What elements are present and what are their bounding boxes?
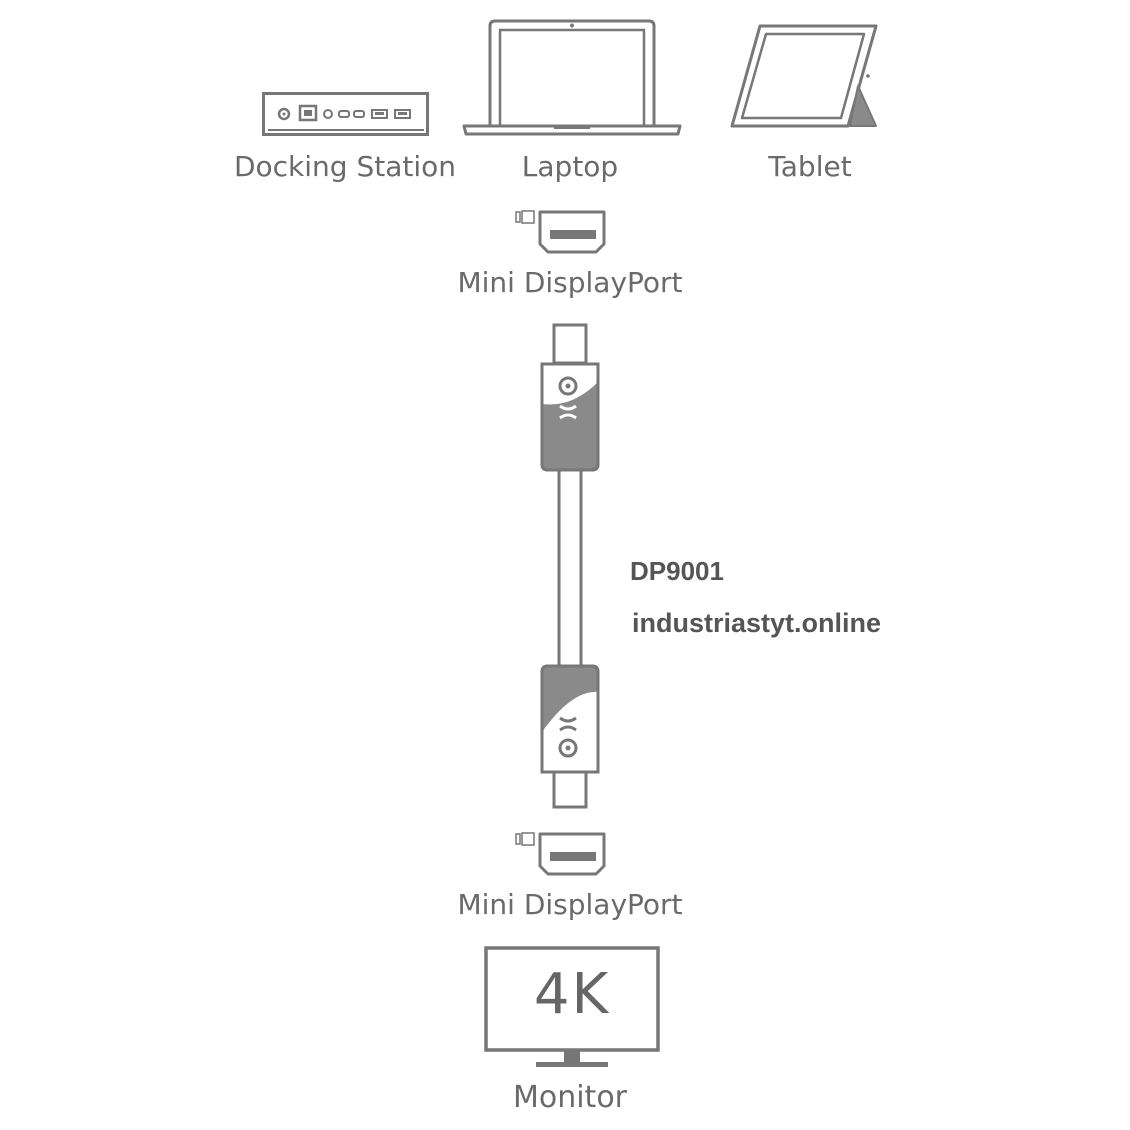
tablet-label: Tablet: [768, 150, 852, 183]
cable-model-label: DP9001: [630, 556, 724, 586]
top-connector-label: Mini DisplayPort: [457, 266, 683, 299]
docking-station-icon: [262, 92, 429, 136]
bottom-connector-label: Mini DisplayPort: [457, 888, 683, 921]
docking-station-label: Docking Station: [233, 150, 457, 183]
mini-displayport-cable-icon: [540, 323, 600, 809]
mini-displayport-port-icon: [515, 210, 606, 254]
website-label: industriastyt.online: [632, 608, 882, 638]
laptop-label: Laptop: [521, 150, 619, 183]
monitor-label: Monitor: [512, 1080, 628, 1115]
laptop-icon: [462, 19, 682, 136]
mini-displayport-port-icon: [515, 832, 606, 876]
monitor-icon: [484, 946, 660, 1067]
monitor-resolution-text: 4K: [533, 962, 611, 1027]
tablet-icon: [730, 24, 878, 128]
